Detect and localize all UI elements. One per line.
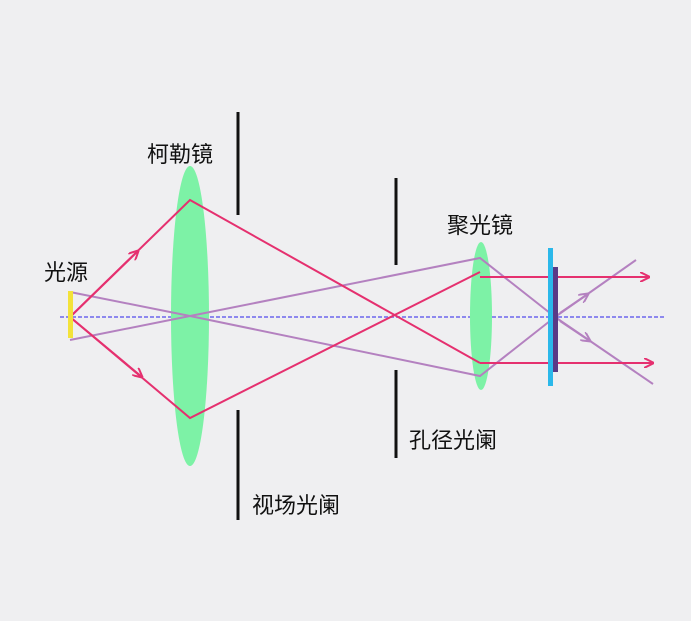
- label-condenser-lens: 聚光镜: [447, 214, 513, 239]
- label-aperture-diaphragm: 孔径光阑: [409, 429, 497, 454]
- label-field-diaphragm: 视场光阑: [252, 494, 340, 519]
- slide: [548, 248, 553, 386]
- condenser-lens-shape: [470, 242, 492, 390]
- illumination-ray-arrow-lower: [69, 316, 142, 377]
- illumination-ray-lower: [69, 271, 481, 420]
- label-light-source: 光源: [44, 261, 88, 286]
- imaging-ray-arrow-down: [559, 320, 590, 341]
- illumination-ray-upper: [69, 198, 481, 364]
- specimen: [553, 267, 558, 372]
- label-kohler-lens: 柯勒镜: [147, 143, 213, 168]
- illumination-ray-arrow-upper: [69, 251, 138, 318]
- imaging-ray-arrow-up: [559, 294, 588, 314]
- imaging-ray-lower: [69, 256, 556, 341]
- light-source: [68, 291, 73, 338]
- illumination-rays: [69, 198, 653, 420]
